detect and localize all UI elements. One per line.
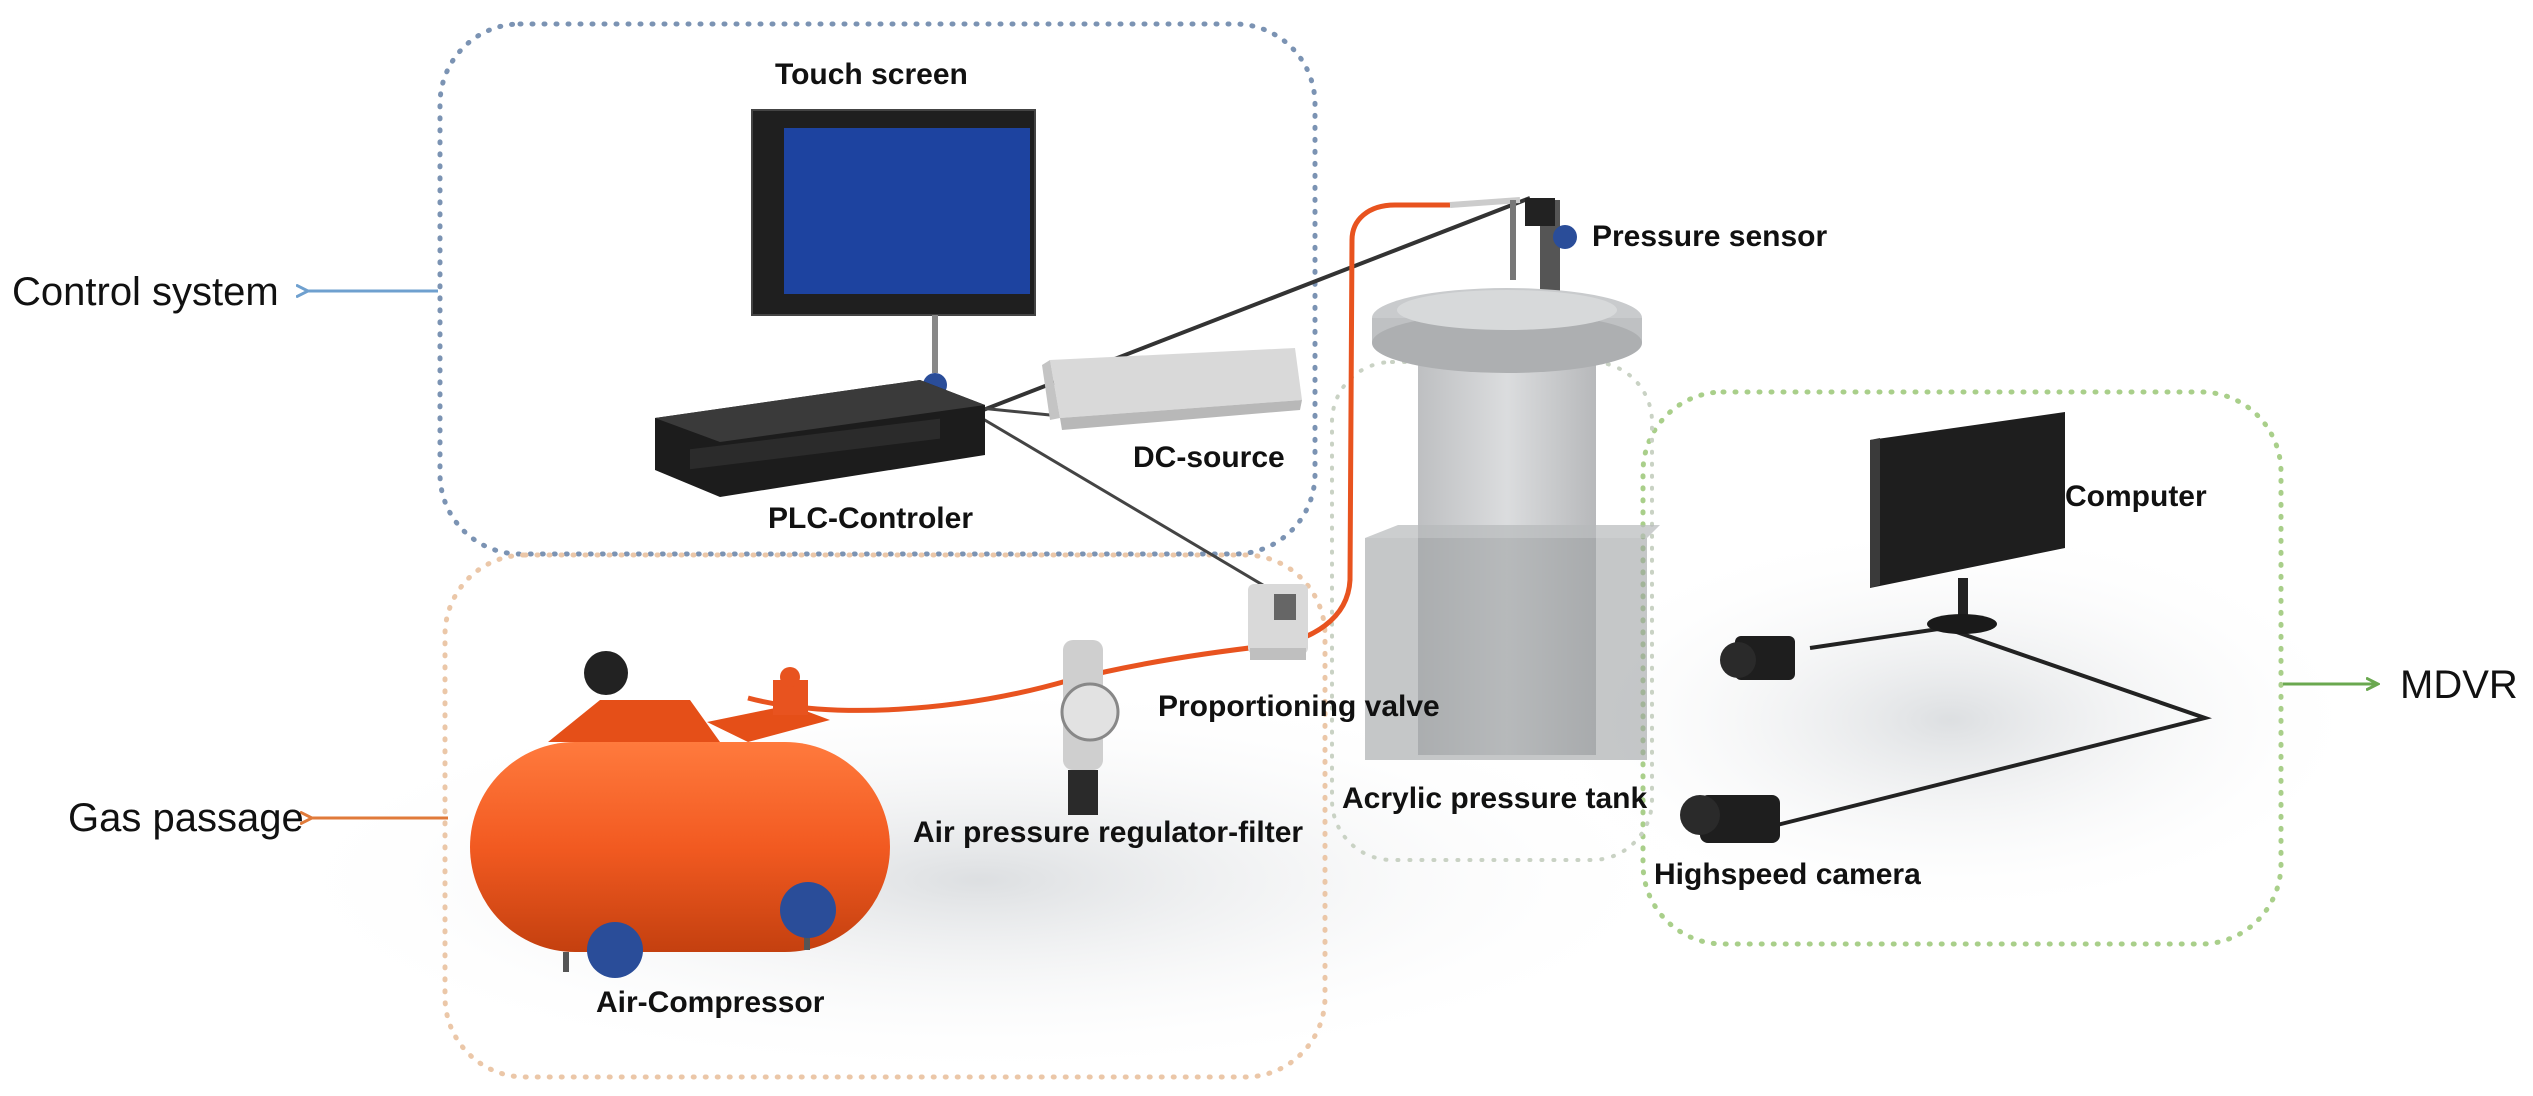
touch-screen-label: Touch screen [775, 58, 968, 91]
dc-source-label: DC-source [1133, 441, 1285, 474]
air-hose [747, 202, 1450, 713]
highspeed-camera-label: Highspeed camera [1654, 858, 1921, 891]
highspeed-camera-device [1680, 795, 1780, 843]
acrylic-pressure-tank [1365, 288, 1660, 760]
hose-fitting [1449, 197, 1521, 208]
proportioning-valve-device [1248, 584, 1308, 660]
camera-cables [1764, 625, 2213, 830]
proportioning-valve-label: Proportioning valve [1158, 690, 1440, 723]
plc-controller-label: PLC-Controler [768, 502, 973, 535]
dc-source-device [1042, 348, 1302, 430]
tank-group-box [1330, 360, 1654, 862]
air-compressor-device [470, 651, 890, 978]
gas-passage-group-box [442, 552, 1328, 1080]
air-regulator-label: Air pressure regulator-filter [913, 816, 1304, 849]
gas-passage-label: Gas passage [68, 796, 304, 840]
air-compressor-label: Air-Compressor [596, 986, 825, 1019]
cable-plc-to-valve [977, 414, 1279, 596]
air-regulator-device [1060, 640, 1120, 815]
control-system-group-box [437, 21, 1318, 557]
computer-label: Computer [2065, 480, 2207, 513]
plc-controller-device [655, 380, 985, 497]
acrylic-tank-label: Acrylic pressure tank [1342, 782, 1648, 815]
pressure-sensor-device [1510, 198, 1577, 295]
mdvr-label: MDVR [2400, 663, 2518, 707]
pressure-sensor-label: Pressure sensor [1592, 220, 1828, 253]
control-system-label: Control system [12, 270, 279, 314]
camera-top-device [1720, 636, 1795, 680]
touch-screen-device [751, 109, 1036, 397]
computer-device [1870, 412, 2065, 634]
cable-plc-to-dc [979, 406, 1051, 417]
